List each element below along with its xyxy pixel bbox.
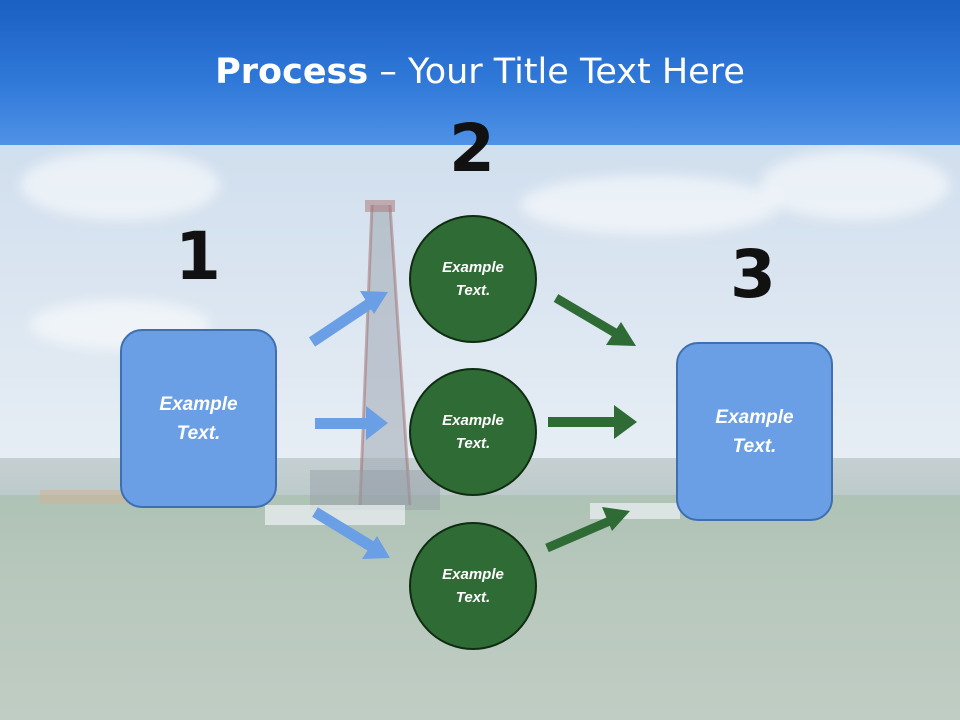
cloud bbox=[20, 150, 220, 220]
circle-bottom[interactable]: Example Text. bbox=[409, 522, 537, 650]
arrow-blue-right bbox=[315, 406, 388, 440]
step-number-3: 3 bbox=[730, 236, 776, 313]
step-number-1: 1 bbox=[175, 218, 221, 295]
cloud bbox=[760, 150, 950, 220]
circle-middle-text: Example Text. bbox=[442, 412, 504, 452]
title-bold: Process bbox=[215, 52, 369, 92]
title-rest: – Your Title Text Here bbox=[368, 52, 745, 92]
arrow-blue-down bbox=[312, 507, 390, 559]
title-bar: Process – Your Title Text Here bbox=[0, 0, 960, 145]
cloud bbox=[520, 175, 780, 235]
circle-top[interactable]: Example Text. bbox=[409, 215, 537, 343]
left-box-text: Example Text. bbox=[159, 393, 238, 444]
arrow-green-down bbox=[553, 294, 636, 346]
arrow-green-up bbox=[545, 507, 630, 553]
step-number-2: 2 bbox=[449, 110, 495, 187]
right-box-text: Example Text. bbox=[715, 406, 794, 457]
circle-top-text: Example Text. bbox=[442, 259, 504, 299]
right-text-box[interactable]: Example Text. bbox=[676, 342, 833, 521]
arrow-blue-up bbox=[308, 291, 388, 347]
circle-bottom-text: Example Text. bbox=[442, 566, 504, 606]
slide-title: Process – Your Title Text Here bbox=[0, 52, 960, 92]
arrow-green-right bbox=[548, 405, 637, 439]
left-text-box[interactable]: Example Text. bbox=[120, 329, 277, 508]
circle-middle[interactable]: Example Text. bbox=[409, 368, 537, 496]
